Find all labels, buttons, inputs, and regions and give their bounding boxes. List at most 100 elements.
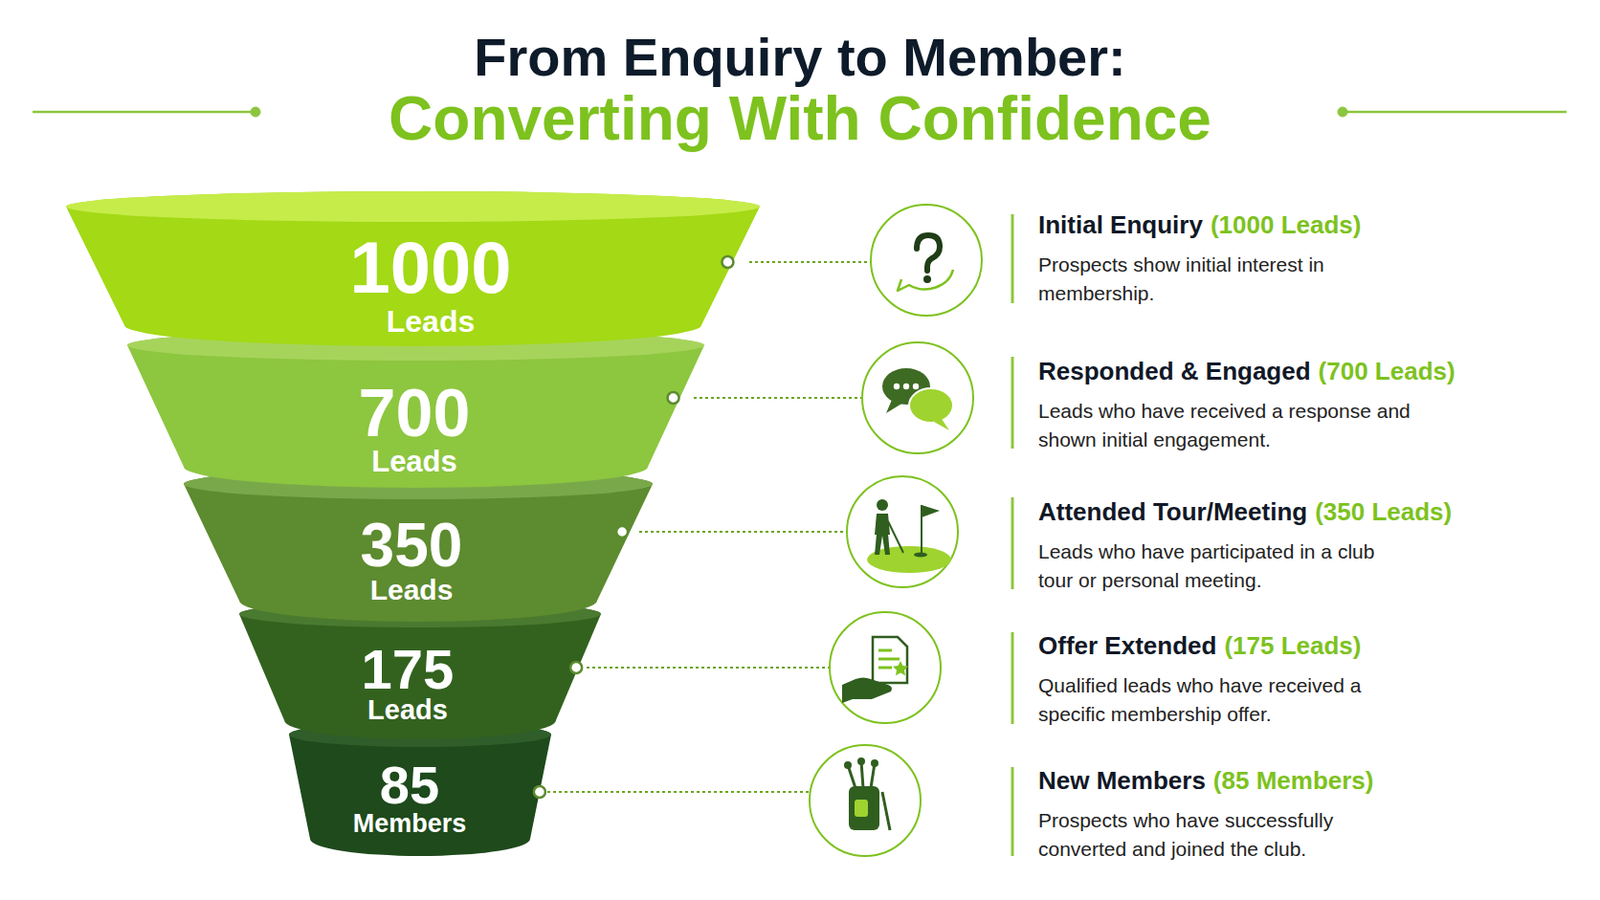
stage-unit: Leads [367,696,448,725]
offer-icon-part [878,666,892,670]
golf-bag-icon-part [854,800,868,818]
offer-icon [842,637,909,704]
stage-bar [1011,214,1015,857]
leader-line-part [586,666,830,669]
stage-name: Initial Enquiry [1038,210,1203,240]
icon-ring [809,204,982,857]
stage-count: 85 [379,758,440,813]
leader-line-part [530,791,812,794]
stage-description: Qualified leads who have received a spec… [1038,671,1402,730]
stage-heading: Offer Extended(175 Leads) [1038,633,1361,659]
question-icon-part [916,235,940,271]
golfer-icon [866,499,952,574]
stage-bar-part [1011,356,1015,449]
leader-dot [721,256,734,268]
band-rim [183,468,653,500]
icon-ring-part [862,342,974,454]
funnel-band: 85Members [288,722,552,857]
stage-total: (175 Leads) [1223,631,1361,661]
stage-total: (85 Members) [1213,766,1375,796]
stage-name: New Members [1038,766,1206,796]
stage-bar-part [1011,767,1015,857]
leader-dot [667,392,680,404]
band-rim [239,600,601,628]
band-body [66,191,760,347]
leader-line-part [639,531,847,534]
stage-count: 700 [358,379,471,447]
golf-bag-icon-part [844,761,852,770]
band-body [239,600,601,740]
stage-count: 175 [361,642,455,698]
icon-ring-part [870,204,982,316]
chat-icon-part [933,419,950,431]
band-body [288,722,552,857]
icon-ring-part [846,476,958,588]
chat-icon-part [886,400,904,414]
funnel-band: 1000Leads [66,191,760,347]
stage-name: Attended Tour/Meeting [1038,497,1308,527]
leader-dot [570,662,582,674]
golfer-icon-part [888,521,904,554]
stage-count: 350 [360,514,464,577]
golfer-icon-part [876,499,889,512]
chat-icon-part [893,383,900,390]
offer-icon-part [842,678,892,705]
offer-icon-part [878,649,892,653]
golf-bag-icon-part [857,757,866,766]
band-rim [288,722,552,748]
chat-icon-part [903,383,910,390]
stage-total: (700 Leads) [1318,356,1456,386]
stage-total: (350 Leads) [1314,497,1452,527]
stage-unit: Leads [370,576,454,605]
leader-dot [616,526,628,538]
stage-total: (1000 Leads) [1210,210,1362,240]
title-rule-part [250,107,261,117]
leader-dot [533,786,546,799]
stage-unit: Leads [386,306,475,337]
band-rim [127,330,705,361]
stage-count: 1000 [349,231,512,305]
funnel-band: 350Leads [183,468,653,623]
golfer-icon-part [921,505,940,518]
icon-ring-part [809,745,921,857]
stage-unit: Leads [371,446,458,477]
offer-icon-part [872,637,908,684]
stage-heading: Attended Tour/Meeting(350 Leads) [1038,499,1452,525]
subtitle-text: Converting With Confidence [0,88,1600,150]
title-text: From Enquiry to Member: [0,30,1600,85]
stage-bar-part [1011,497,1015,590]
question-icon-part [897,269,954,291]
icon-ring-part [829,612,941,724]
title-rule-part [1337,107,1348,117]
stage-description: Prospects who have successfully converte… [1038,806,1383,865]
stage-bar-part [1011,632,1015,725]
band-body [183,468,653,623]
stage-description: Prospects show initial interest in membe… [1038,250,1355,309]
stage-description: Leads who have participated in a club to… [1038,537,1393,596]
stage-description: Leads who have received a response and s… [1038,397,1422,455]
golf-bag-icon [844,757,890,831]
chat-icon [882,368,954,431]
stage-unit: Members [353,811,467,838]
stage-name: Offer Extended [1038,631,1217,661]
stage-heading: Responded & Engaged(700 Leads) [1038,358,1456,384]
offer-icon-part [892,661,909,676]
golf-bag-icon-part [848,786,880,831]
chat-icon-part [912,383,919,390]
stage-heading: Initial Enquiry(1000 Leads) [1038,212,1361,238]
stage-heading: New Members(85 Members) [1038,768,1374,794]
chat-icon-part [909,388,954,423]
leader-line-part [749,261,871,264]
golf-bag-icon-part [861,761,864,789]
band-body [127,330,705,489]
offer-icon-part [878,658,900,662]
leader-line-part [693,397,863,400]
stage-name: Responded & Engaged [1038,356,1312,386]
golf-bag-icon-part [870,759,879,768]
golf-bag-icon-part [882,792,890,831]
title-rule-part [32,111,256,114]
title-rule-part [1342,111,1567,114]
question-icon-part [923,275,932,284]
funnel-band: 700Leads [127,330,705,489]
